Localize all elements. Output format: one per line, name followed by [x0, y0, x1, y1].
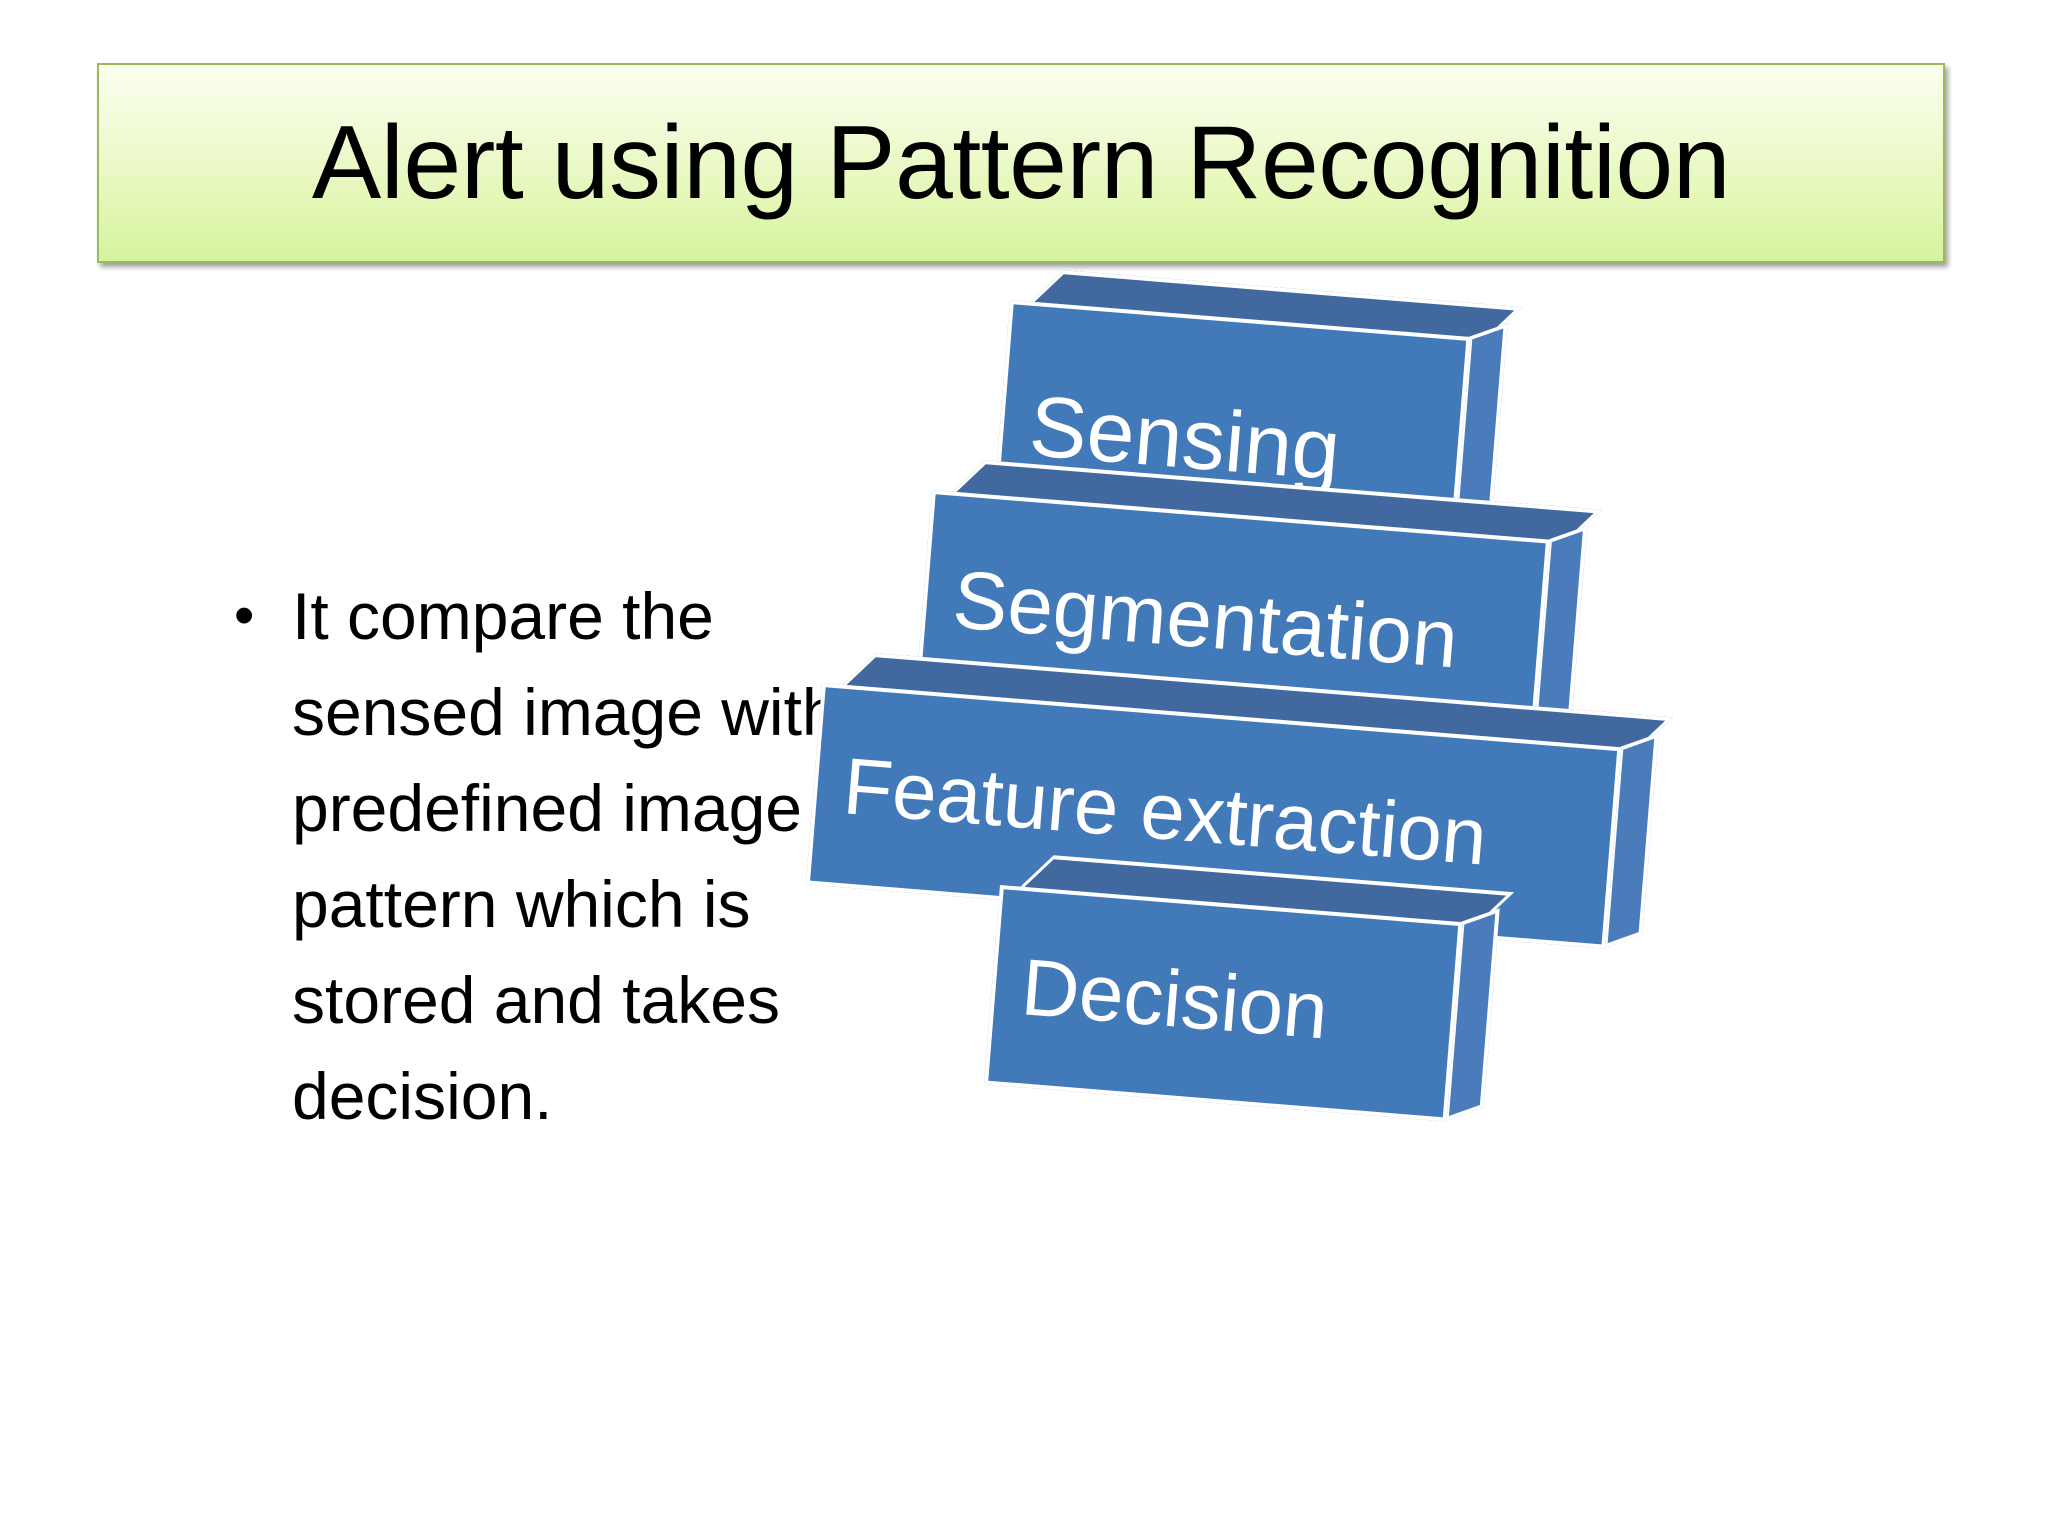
- slide-title-bar: Alert using Pattern Recognition: [97, 63, 1945, 263]
- pipeline-block-label-feature-extraction: Feature extraction: [840, 741, 1491, 882]
- slide-body-textbox: • It compare the sensed image with prede…: [232, 568, 892, 1144]
- pipeline-block-label-decision: Decision: [1018, 942, 1332, 1056]
- bullet-point-icon: •: [234, 583, 255, 648]
- page-title: Alert using Pattern Recognition: [311, 104, 1731, 221]
- bullet-text: It compare the sensed image with predefi…: [292, 579, 839, 1133]
- list-item: • It compare the sensed image with prede…: [232, 568, 892, 1144]
- pattern-recognition-pipeline-diagram: Sensing Segmentation Feature extraction …: [805, 270, 2040, 1122]
- block-front-face-decision: Decision: [983, 885, 1463, 1122]
